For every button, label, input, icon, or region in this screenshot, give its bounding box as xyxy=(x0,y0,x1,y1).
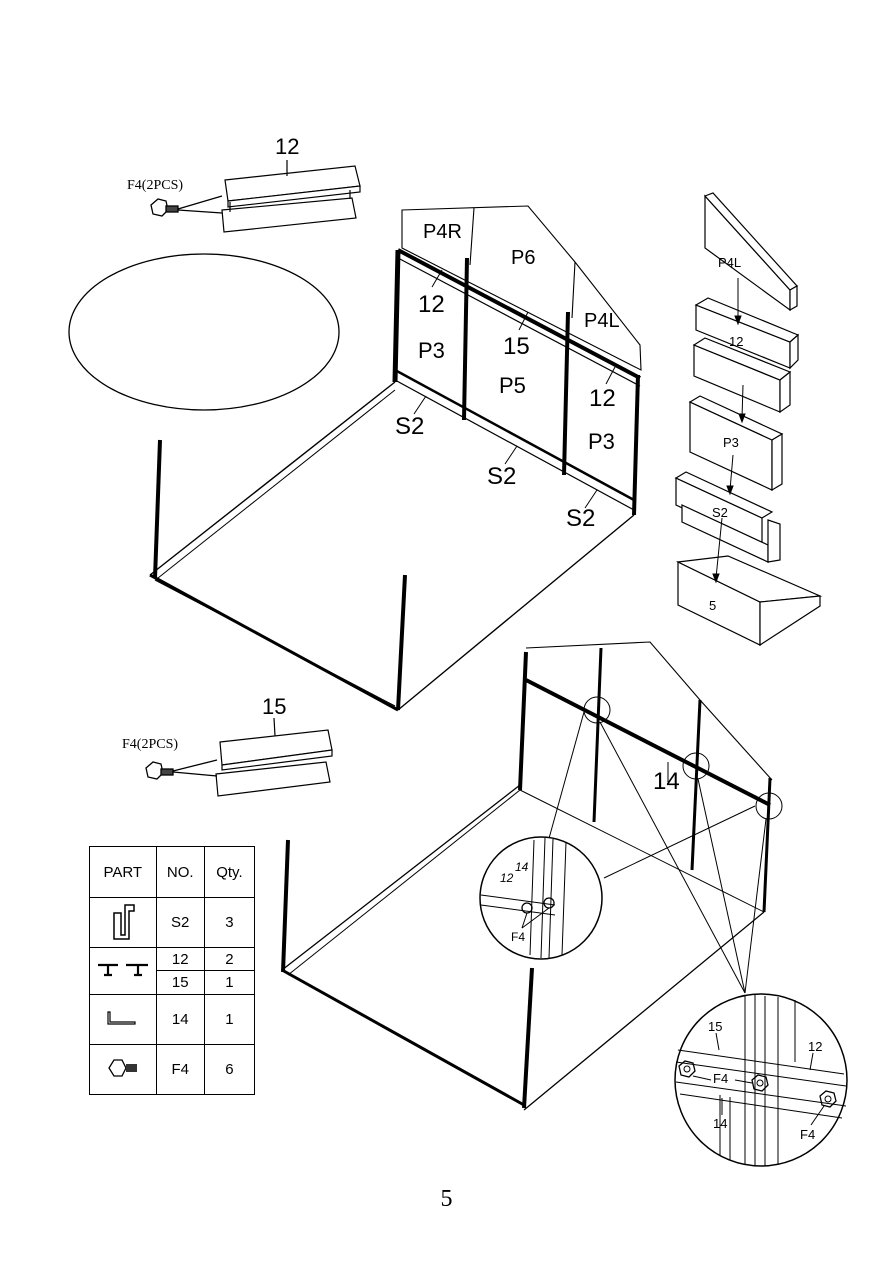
part-qty-cell: 1 xyxy=(203,994,256,1045)
page-number: 5 xyxy=(440,1186,453,1212)
table-row: F4 6 xyxy=(89,1044,256,1095)
part-qty-cell: 1 xyxy=(203,970,256,995)
fastener-label-top: F4(2PCS) xyxy=(127,178,183,193)
table-row: 15 1 xyxy=(90,970,256,995)
part-no-cell: 12 xyxy=(155,947,205,971)
detail-large-label-f4-left: F4 xyxy=(713,1071,728,1086)
sill-label-s2-right: S2 xyxy=(566,505,595,532)
angle-profile-icon xyxy=(89,994,157,1045)
stack-label-12: 12 xyxy=(729,334,743,349)
bar-profile-icon xyxy=(89,947,157,995)
s2-profile-icon xyxy=(89,897,157,948)
detail-circle-large xyxy=(674,993,848,1167)
parts-table-header-row: PART NO. Qty. xyxy=(89,846,256,898)
part-no-cell: S2 xyxy=(155,897,205,948)
table-row: 12 2 xyxy=(89,947,256,995)
table-row: 14 1 xyxy=(89,994,256,1045)
detail-small-label-12: 12 xyxy=(500,871,514,885)
detail-large-label-15: 15 xyxy=(708,1019,722,1034)
profile-label-12-left: 12 xyxy=(418,291,445,318)
stack-label-5: 5 xyxy=(709,598,716,613)
header-part: PART xyxy=(89,846,157,898)
parts-table: PART NO. Qty. S2 3 12 2 15 1 14 1 F4 6 xyxy=(89,846,256,1095)
detail-circle-small xyxy=(479,836,603,960)
panel-label-p3-left: P3 xyxy=(418,338,445,363)
detail-large-label-14: 14 xyxy=(713,1116,727,1131)
detail-large-label-f4-right: F4 xyxy=(800,1127,815,1142)
sill-label-s2-left: S2 xyxy=(395,413,424,440)
stack-label-p4l: P4L xyxy=(718,255,741,270)
part-no-cell: 15 xyxy=(155,970,205,995)
header-qty: Qty. xyxy=(203,846,256,898)
stack-label-p3: P3 xyxy=(723,435,739,450)
profile-15-label: 15 xyxy=(262,694,286,719)
stack-arrows xyxy=(712,278,746,584)
upper-wall-assembly xyxy=(149,205,642,712)
table-row: S2 3 xyxy=(89,897,256,948)
fastener-label-bottom: F4(2PCS) xyxy=(122,737,178,752)
profile-15-exploded xyxy=(215,717,333,797)
detail-large-label-12: 12 xyxy=(808,1039,822,1054)
panel-label-p6: P6 xyxy=(511,247,535,269)
panel-label-p4r: P4R xyxy=(423,221,462,243)
bolt-icon xyxy=(89,1044,157,1095)
bolt-icon xyxy=(150,195,223,217)
exploded-panel-stack xyxy=(674,192,823,647)
part-no-cell: F4 xyxy=(155,1044,205,1095)
lower-profile-label-14: 14 xyxy=(653,768,680,795)
header-no: NO. xyxy=(155,846,205,898)
bolt-icon xyxy=(145,759,218,780)
part-no-cell: 14 xyxy=(155,994,205,1045)
note-oval xyxy=(68,253,340,411)
panel-label-p5: P5 xyxy=(499,373,526,398)
panel-label-p3-right: P3 xyxy=(588,429,615,454)
panel-label-p4l: P4L xyxy=(584,310,620,332)
profile-12-exploded xyxy=(221,160,361,233)
sill-label-s2-middle: S2 xyxy=(487,463,516,490)
part-qty-cell: 6 xyxy=(203,1044,256,1095)
detail-small-label-f4: F4 xyxy=(511,930,525,944)
stack-label-s2: S2 xyxy=(712,505,728,520)
part-qty-cell: 2 xyxy=(203,947,256,971)
profile-label-12-right: 12 xyxy=(589,385,616,412)
detail-small-label-14: 14 xyxy=(515,860,529,874)
profile-label-15: 15 xyxy=(503,333,530,360)
lower-wall-assembly xyxy=(281,641,783,1111)
part-qty-cell: 3 xyxy=(203,897,256,948)
profile-12-label: 12 xyxy=(275,134,299,159)
